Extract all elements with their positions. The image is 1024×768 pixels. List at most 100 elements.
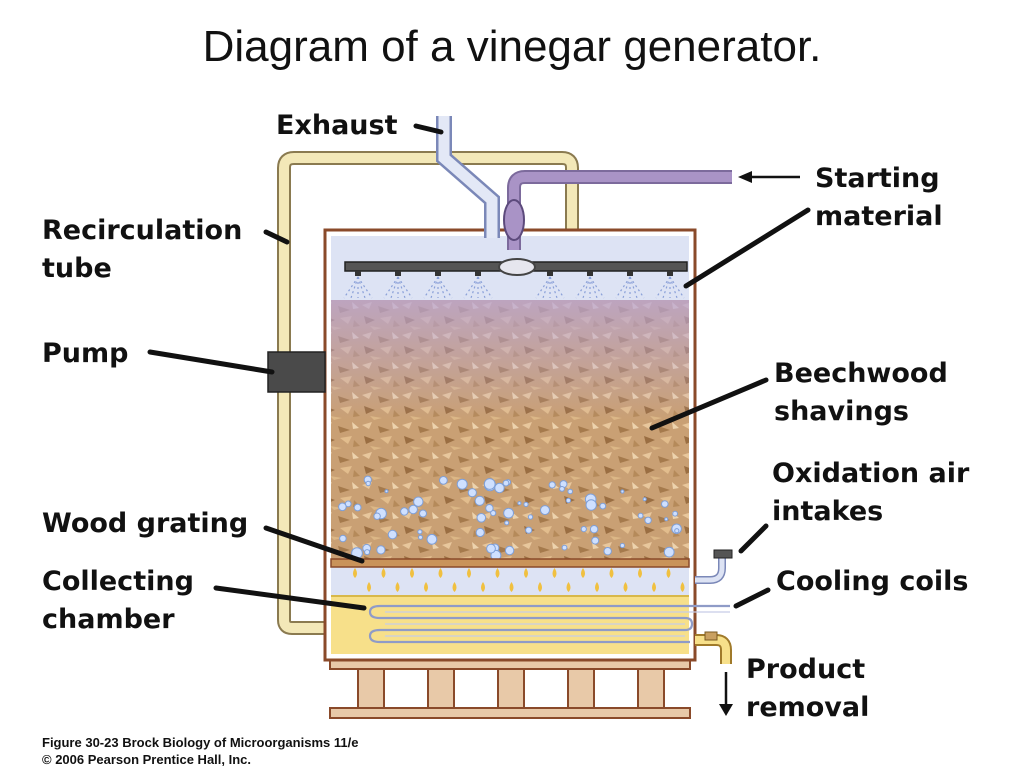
air-bubble	[644, 516, 652, 524]
spray-line	[437, 276, 453, 299]
air-bubble	[503, 507, 515, 519]
page-title: Diagram of a vinegar generator.	[202, 22, 822, 71]
air-bubble	[439, 476, 448, 485]
air-bubble	[475, 527, 485, 538]
air-bubble	[637, 512, 644, 519]
air-bubble	[338, 502, 347, 512]
spray-line	[575, 276, 591, 299]
air-bubble	[661, 500, 669, 508]
air-bubble	[502, 479, 510, 487]
drip	[538, 582, 542, 592]
spray-line	[470, 276, 479, 299]
tank	[323, 228, 697, 662]
air-bubble	[504, 545, 515, 556]
caption-line-2: © 2006 Pearson Prentice Hall, Inc.	[42, 752, 252, 767]
drip	[395, 582, 400, 592]
air-bubble	[672, 510, 678, 517]
air-bubble	[523, 501, 529, 507]
spray-line	[350, 276, 359, 299]
spray-line	[589, 276, 605, 299]
spray-line	[463, 276, 479, 299]
air-bubble	[565, 497, 572, 504]
drip	[452, 582, 457, 592]
drip	[438, 568, 443, 578]
spray-line	[589, 276, 598, 299]
air-bubbles	[338, 475, 682, 561]
air-bubble	[589, 525, 599, 534]
drip	[353, 568, 357, 578]
starting-material-arrow	[738, 171, 800, 183]
air-bubble	[376, 545, 386, 555]
air-bubble	[561, 544, 568, 551]
air-bubble	[373, 512, 381, 520]
air-bubble	[417, 529, 423, 535]
spray-nozzle	[587, 271, 593, 276]
air-bubble	[418, 534, 423, 540]
spray-line	[655, 276, 671, 299]
spray-line	[629, 276, 638, 299]
spray-line	[549, 276, 558, 299]
air-bubble	[504, 520, 510, 526]
drip	[581, 568, 585, 578]
air-bubble	[559, 486, 565, 492]
spray-line	[343, 276, 359, 299]
label-beechwood-shavings: Beechwood shavings	[774, 358, 957, 427]
air-bubble	[456, 478, 468, 490]
label-oxidation-air-intakes: Oxidation air intakes	[772, 458, 979, 527]
spray-line	[549, 276, 565, 299]
label-exhaust: Exhaust	[276, 110, 398, 141]
pump	[267, 351, 326, 393]
air-bubble	[517, 501, 522, 506]
spray-line	[357, 276, 366, 299]
spray-line	[542, 276, 551, 299]
drip	[524, 568, 528, 578]
label-starting-material: Starting material	[815, 163, 949, 232]
spray-line	[437, 276, 446, 299]
label-collecting-chamber: Collecting chamber	[42, 566, 203, 635]
air-bubble	[664, 517, 669, 522]
air-bubble	[548, 481, 556, 489]
drip	[566, 582, 571, 592]
spray-line	[629, 276, 645, 299]
air-bubble	[540, 505, 550, 516]
drip	[638, 568, 642, 578]
spray-line	[582, 276, 591, 299]
drip	[381, 568, 386, 578]
air-bubble	[483, 478, 496, 490]
air-bubble	[413, 496, 424, 507]
label-pump: Pump	[42, 338, 128, 369]
air-bubble	[603, 547, 612, 556]
air-bubble	[663, 546, 675, 558]
air-bubble	[419, 509, 427, 518]
air-bubble	[426, 533, 438, 545]
drip	[367, 582, 371, 592]
spray-line	[622, 276, 631, 299]
cooling-coils	[368, 604, 730, 644]
spray-nozzle	[435, 271, 441, 276]
spray-line	[430, 276, 439, 299]
drip	[609, 568, 614, 578]
product-removal-spout	[695, 631, 732, 664]
air-bubble	[620, 489, 625, 494]
spray-line	[615, 276, 631, 299]
drip	[481, 582, 485, 592]
drip	[680, 582, 685, 592]
spray-line	[669, 276, 685, 299]
label-wood-grating: Wood grating	[42, 508, 248, 539]
air-bubble	[353, 503, 362, 512]
spray-line	[477, 276, 493, 299]
label-product-removal: Product removal	[746, 654, 875, 723]
air-bubble	[619, 542, 626, 549]
drip	[410, 568, 414, 578]
spray-line	[535, 276, 551, 299]
label-recirculation-tube: Recirculation tube	[42, 215, 252, 284]
spray-nozzle	[627, 271, 633, 276]
drip	[552, 568, 557, 578]
air-bubble	[674, 528, 680, 534]
leader-lines	[147, 123, 811, 611]
inlet-pipe	[503, 170, 732, 250]
drip	[666, 568, 671, 578]
air-bubble	[408, 504, 418, 515]
exhaust-pipe	[436, 116, 500, 238]
air-bubble	[400, 507, 409, 516]
